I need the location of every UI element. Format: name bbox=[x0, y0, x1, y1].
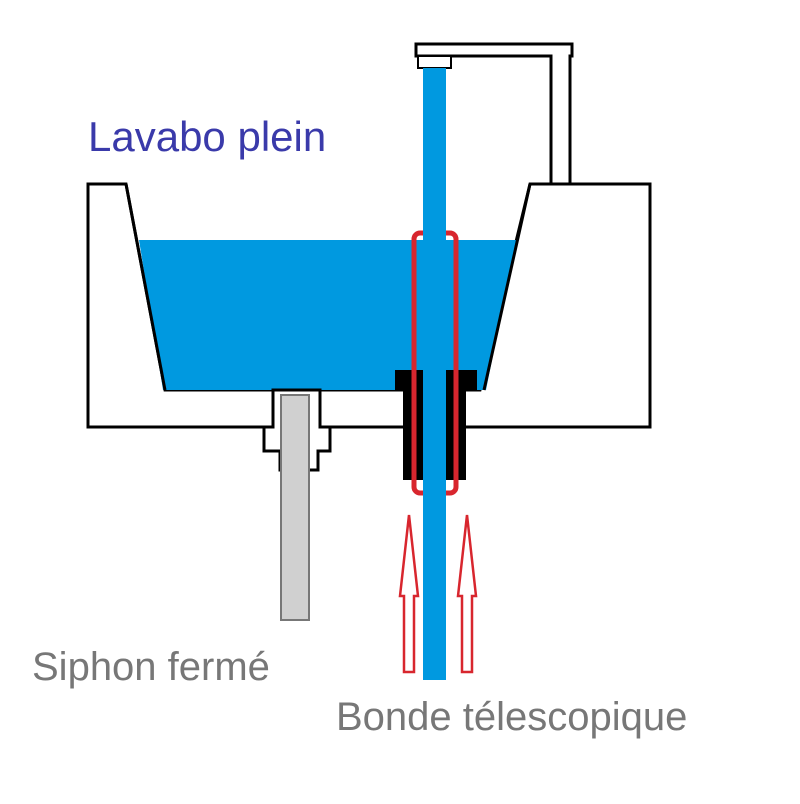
up-arrow-right bbox=[456, 514, 478, 674]
siphon-label: Siphon fermé bbox=[32, 645, 270, 689]
basin-state-label: Lavabo plein bbox=[88, 113, 326, 160]
basin-inner-wall-right bbox=[482, 183, 532, 391]
water-stream bbox=[423, 68, 446, 680]
up-arrows bbox=[398, 514, 478, 674]
siphon-pipe bbox=[280, 394, 310, 621]
faucet-nozzle bbox=[417, 55, 452, 69]
basin-inner-wall-left bbox=[124, 183, 167, 391]
drain-label: Bonde télescopique bbox=[336, 695, 687, 739]
basin bbox=[86, 182, 652, 429]
up-arrow-left bbox=[398, 514, 420, 674]
water bbox=[139, 240, 516, 390]
siphon bbox=[262, 388, 332, 621]
